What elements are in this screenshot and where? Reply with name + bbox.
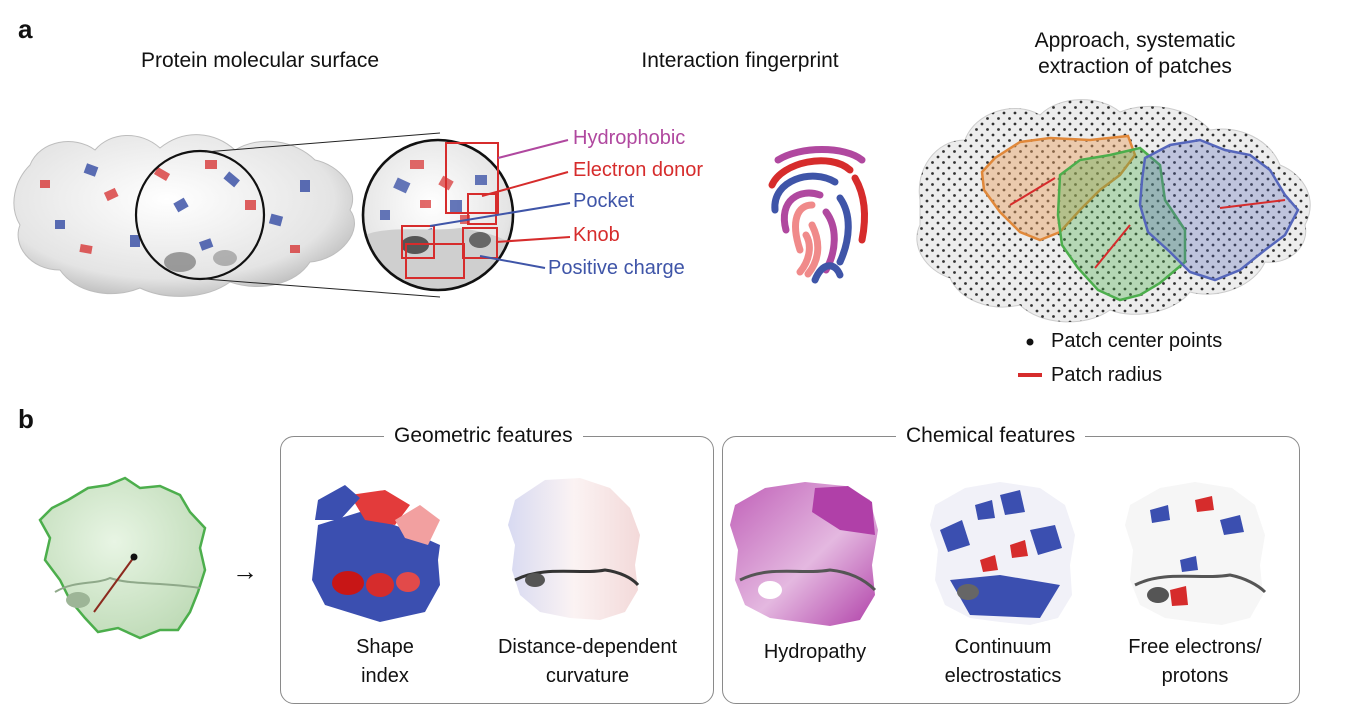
feature-label-pocket: Pocket <box>573 190 635 212</box>
approach-title: Approach, systematic extraction of patch… <box>990 28 1280 80</box>
caption-curvature: Distance-dependent curvature <box>497 636 677 687</box>
feature-label-hydrophobic: Hydrophobic <box>573 127 686 149</box>
fingerprint-icon <box>768 146 868 284</box>
arrow-icon: → <box>232 556 258 586</box>
panel-a-letter: a <box>18 14 33 44</box>
zoom-source-circle <box>134 149 266 281</box>
magnified-surface <box>361 138 571 292</box>
feature-label-knob: Knob <box>573 224 620 246</box>
caption-free-electrons: Free electrons/ protons <box>1128 636 1262 687</box>
center-point-legend-icon <box>1026 338 1034 346</box>
caption-shape-index: Shape index <box>356 636 414 687</box>
caption-electrostatics: Continuum electrostatics <box>944 636 1062 687</box>
patch-surface <box>916 99 1311 323</box>
feature-label-electron-donor: Electron donor <box>573 159 704 181</box>
legend-center-points: Patch center points <box>1051 330 1223 352</box>
legend-patch-radius: Patch radius <box>1051 364 1163 386</box>
caption-hydropathy: Hydropathy <box>763 641 867 663</box>
fingerprint-title: Interaction fingerprint <box>641 49 839 72</box>
chemical-features-title: Chemical features <box>896 424 1086 448</box>
approach-title-line1: Approach, systematic <box>1034 29 1236 52</box>
feature-label-positive-charge: Positive charge <box>548 257 685 279</box>
approach-title-line2: extraction of patches <box>1038 55 1232 78</box>
panel-b-letter: b <box>18 404 34 434</box>
protein-surface <box>13 132 441 298</box>
surface-title: Protein molecular surface <box>140 49 380 72</box>
geometric-features-title: Geometric features <box>384 424 583 448</box>
